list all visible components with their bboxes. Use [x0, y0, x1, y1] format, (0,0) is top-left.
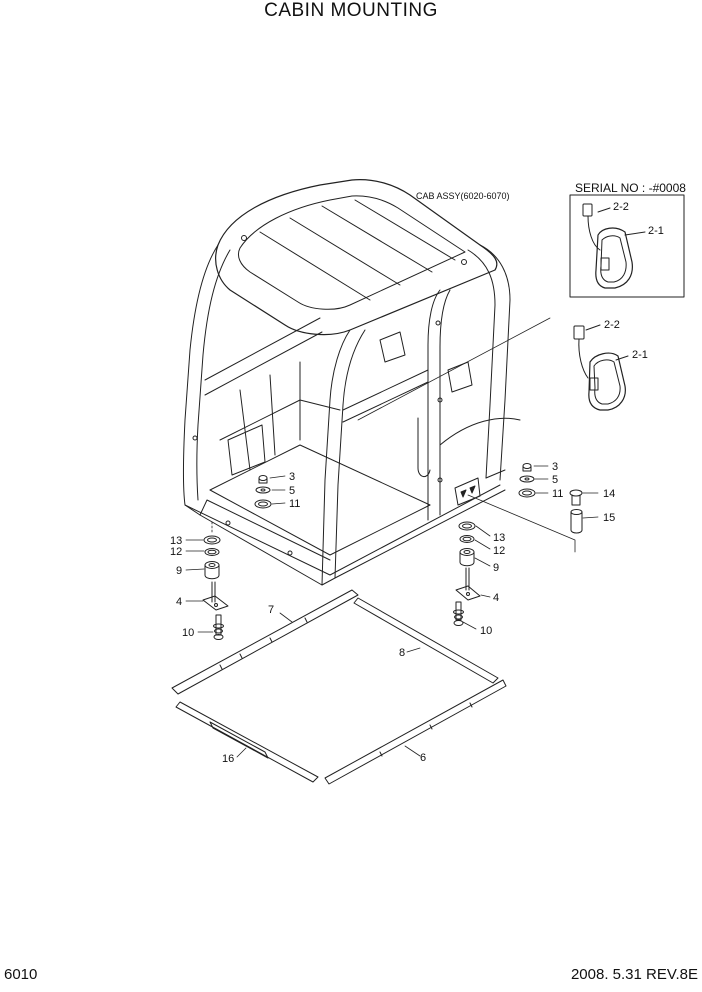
callout-15: 15	[603, 512, 615, 524]
left-lower-mount	[185, 521, 229, 640]
external-mirror	[573, 324, 629, 411]
mirror-inset	[582, 203, 646, 289]
callout-13-left: 13	[170, 535, 182, 547]
seal-strips	[171, 589, 507, 785]
right-lower-mount	[453, 521, 491, 630]
callout-6: 6	[420, 752, 426, 764]
callout-9-left: 9	[176, 565, 182, 577]
left-upper-hardware	[254, 475, 286, 509]
mirror-leader-lines	[357, 317, 576, 553]
assembly-label: CAB ASSY(6020-6070)	[416, 191, 510, 201]
callout-14: 14	[603, 488, 615, 500]
callout-16: 16	[222, 753, 234, 765]
callout-3-left: 3	[289, 471, 295, 483]
callout-2-2: 2-2	[604, 319, 620, 331]
part-14-15	[569, 489, 599, 534]
callout-4-right: 4	[493, 592, 499, 604]
callout-11-left: 11	[289, 498, 300, 510]
callout-2-1: 2-1	[632, 349, 648, 361]
callout-8: 8	[399, 647, 405, 659]
callout-4-left: 4	[176, 596, 182, 608]
callout-12-right: 12	[493, 545, 505, 557]
callout-2-1-inset: 2-1	[648, 225, 664, 237]
callout-2-2-inset: 2-2	[613, 201, 629, 213]
callout-12-left: 12	[170, 546, 182, 558]
callout-10-right: 10	[480, 625, 492, 637]
cab-frame	[183, 179, 521, 586]
serial-inset-box	[569, 194, 685, 298]
callout-3-right: 3	[552, 461, 558, 473]
callout-7: 7	[268, 604, 274, 616]
page-title: CABIN MOUNTING	[264, 0, 438, 21]
callout-9-right: 9	[493, 562, 499, 574]
callout-11-right: 11	[552, 488, 563, 500]
right-upper-hardware	[518, 463, 549, 498]
callout-5-left: 5	[289, 485, 295, 497]
serial-note: SERIAL NO : -#0008	[575, 181, 686, 195]
callout-10-left: 10	[182, 627, 194, 639]
page-code: 6010	[4, 966, 38, 983]
callout-13-right: 13	[493, 532, 505, 544]
date-revision: 2008. 5.31 REV.8E	[570, 966, 698, 983]
callout-5-right: 5	[552, 474, 558, 486]
